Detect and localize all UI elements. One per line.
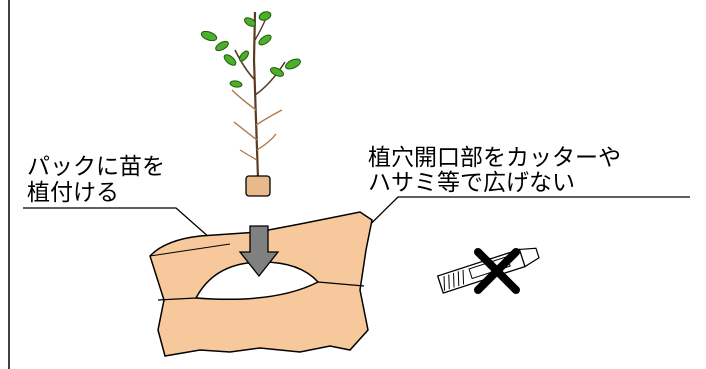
box-cutter-icon (436, 247, 540, 294)
right-label-line-2: ハサミ等で広げない (368, 170, 575, 196)
right-label-line-1: 植穴開口部をカッターや (368, 145, 621, 171)
planting-bag-icon (149, 211, 373, 357)
seedling-in-pot-icon (200, 11, 301, 197)
left-label-line-2: 植付ける (27, 180, 119, 206)
down-arrow-icon (238, 225, 280, 278)
x-mark-icon (474, 248, 520, 294)
left-label-line-1: パックに苗を (27, 154, 165, 180)
